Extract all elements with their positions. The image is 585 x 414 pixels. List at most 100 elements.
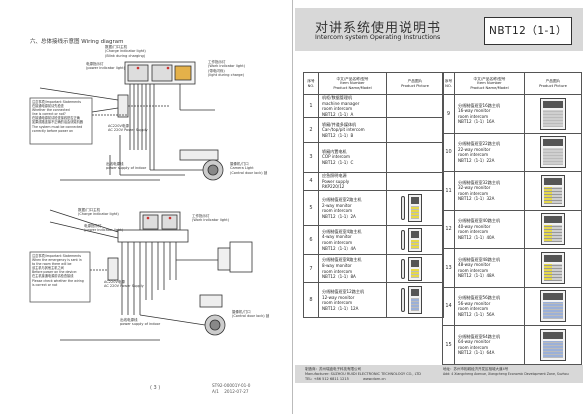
device-image	[408, 286, 422, 315]
product-detail: NBT12（1-1）64A	[458, 350, 495, 356]
row-number: 3	[303, 141, 319, 173]
device-image	[540, 136, 566, 169]
label-outlet-cable-2: 出线电源线 power supply of indoor	[120, 318, 161, 327]
label-ac220: AC220V电源 AC 220V Power Supply	[108, 124, 148, 133]
product-picture	[386, 282, 444, 319]
product-detail: room intercom	[458, 152, 489, 158]
product-detail: room intercom	[458, 190, 489, 196]
product-name-cn: 轿厢/井道多媒体机	[322, 121, 357, 127]
product-detail: NBT12（1-1）2A	[322, 213, 356, 219]
product-detail: room intercom	[322, 208, 353, 214]
product-detail: room intercom	[322, 106, 353, 112]
model-number: NBT12（1-1）	[484, 17, 572, 45]
table-header: 序号 NO. 中文/产品名称/型号 Item Number Product Na…	[303, 72, 444, 95]
label-host: 数据/门口主机 (Charge indicator light) (Blink …	[105, 45, 146, 58]
row-number: 9	[442, 94, 455, 134]
product-detail: NBT12（1-1）32A	[458, 196, 495, 202]
product-name-cn: 分线制值班室22路主机	[458, 141, 501, 147]
header-item: 中文/产品名称/型号 Item Number Product Name/Mode…	[318, 72, 387, 95]
product-detail: 40-way monitor	[458, 223, 491, 229]
product-detail: room intercom	[458, 113, 489, 119]
product-detail: NBT12（1-1）A	[322, 111, 354, 117]
product-detail: 64-way monitor	[458, 339, 491, 345]
product-picture	[524, 248, 582, 288]
product-detail: room intercom	[458, 344, 489, 350]
product-detail: room intercom	[322, 268, 353, 274]
product-detail: 32-way monitor	[458, 185, 491, 191]
row-number: 6	[303, 225, 319, 255]
header-item: 中文/产品名称/型号 Item Number Product Name/Mode…	[454, 72, 525, 95]
product-detail: room intercom	[458, 267, 489, 273]
label-work-indicator-2: 工作指示灯 (Work indicator light)	[192, 214, 229, 223]
row-number: 2	[303, 117, 319, 143]
product-detail: machine manager	[322, 100, 360, 106]
upper-diagram	[29, 61, 224, 181]
product-name-cn: 分线制值班室4路主机	[322, 228, 362, 234]
title-chinese: 对讲系统使用说明书	[315, 21, 442, 36]
product-detail: 22-way monitor	[458, 146, 491, 152]
wiring-diagram	[29, 61, 253, 341]
product-detail: room intercom	[322, 240, 353, 246]
row-number: 8	[303, 282, 319, 319]
footer-address-en: Add: 4 Xiangcheng Avenue, Xiangcheng Eco…	[443, 372, 569, 376]
handset-image	[401, 258, 405, 279]
product-picture	[386, 253, 444, 284]
device-image	[541, 251, 565, 284]
row-number: 13	[442, 248, 455, 288]
row-number: 14	[442, 286, 455, 326]
product-picture	[524, 171, 582, 211]
row-number: 10	[442, 132, 455, 172]
product-picture	[386, 141, 444, 173]
note-lower: 注意事项/Important Statements When the emerg…	[32, 254, 84, 287]
product-picture	[524, 94, 582, 134]
product-detail: room intercom	[458, 229, 489, 235]
product-detail: NBT12（1-1）8A	[322, 274, 356, 280]
product-table-right: 序号 NO. 中文/产品名称/型号 Item Number Product Na…	[442, 72, 582, 365]
product-name-cn: 分线制值班室48路主机	[458, 256, 501, 262]
wiring-diagram-page: 六、总体接线示意图 Wiring diagram	[0, 0, 292, 414]
device-image	[540, 290, 566, 323]
table-header: 序号 NO. 中文/产品名称/型号 Item Number Product Na…	[442, 72, 582, 95]
label-camera-light-2: 摄像机/门口 (Control door lock) 锁	[232, 310, 270, 319]
footer-manufacturer-cn: 制造商：苏州瑞迪电子科技有限公司	[305, 367, 361, 371]
product-name-cn: 分线制值班室2路主机	[322, 197, 362, 203]
product-name-cn: 分线制值班室32路主机	[458, 179, 501, 185]
label-ac220-2: AC220V电源 AC 220V Power Supply	[104, 280, 144, 289]
product-picture	[524, 325, 582, 365]
row-number: 4	[303, 171, 319, 192]
product-detail: 56-way monitor	[458, 300, 491, 306]
device-image	[540, 328, 566, 361]
device-image	[408, 228, 422, 253]
header-no: 序号 NO.	[303, 72, 319, 95]
device-image	[408, 194, 422, 223]
product-detail: Power supply	[322, 178, 350, 184]
handset-image	[401, 288, 405, 313]
product-picture	[386, 93, 444, 119]
device-image	[541, 174, 565, 207]
row-number: 12	[442, 209, 455, 249]
product-picture	[524, 209, 582, 249]
product-picture	[524, 286, 582, 326]
page-number: ( 3 )	[150, 385, 161, 391]
product-detail: NBT12（1-1）4A	[322, 245, 356, 251]
row-number: 5	[303, 190, 319, 227]
product-detail: NBT12（1-1）22A	[458, 157, 495, 163]
product-detail: NBT12（1-1）48A	[458, 273, 495, 279]
row-number: 7	[303, 253, 319, 284]
handset-image	[401, 196, 405, 221]
